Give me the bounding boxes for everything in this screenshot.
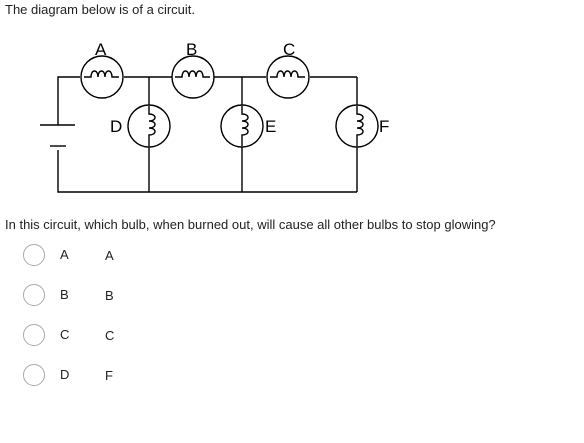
bulb-label-c: C bbox=[283, 40, 295, 59]
option-a[interactable]: A A bbox=[23, 244, 223, 270]
option-text: B bbox=[105, 288, 114, 303]
bulb-label-f: F bbox=[379, 117, 389, 136]
bulb-label-b: B bbox=[186, 40, 197, 59]
question-text: In this circuit, which bulb, when burned… bbox=[5, 217, 496, 232]
radio-button[interactable] bbox=[23, 244, 45, 266]
intro-text: The diagram below is of a circuit. bbox=[5, 2, 196, 17]
bulb-e bbox=[220, 104, 264, 148]
bulb-label-a: A bbox=[95, 40, 107, 59]
option-c[interactable]: C C bbox=[23, 324, 223, 350]
option-letter: D bbox=[60, 367, 70, 382]
bulb-f bbox=[335, 104, 379, 148]
radio-button[interactable] bbox=[23, 364, 45, 386]
bulb-label-d: D bbox=[110, 117, 122, 136]
circuit-diagram: A B C D E F bbox=[40, 40, 389, 193]
radio-button[interactable] bbox=[23, 324, 45, 346]
option-text: C bbox=[105, 328, 115, 343]
bulb-c bbox=[266, 55, 310, 99]
option-d[interactable]: D F bbox=[23, 364, 223, 390]
bulb-a bbox=[80, 55, 124, 99]
option-text: F bbox=[105, 368, 113, 383]
bulb-d bbox=[127, 104, 171, 148]
bulb-b bbox=[171, 55, 215, 99]
option-letter: B bbox=[60, 287, 69, 302]
radio-button[interactable] bbox=[23, 284, 45, 306]
option-text: A bbox=[105, 248, 114, 263]
bulb-label-e: E bbox=[265, 117, 276, 136]
option-b[interactable]: B B bbox=[23, 284, 223, 310]
option-letter: C bbox=[60, 327, 70, 342]
option-letter: A bbox=[60, 247, 69, 262]
